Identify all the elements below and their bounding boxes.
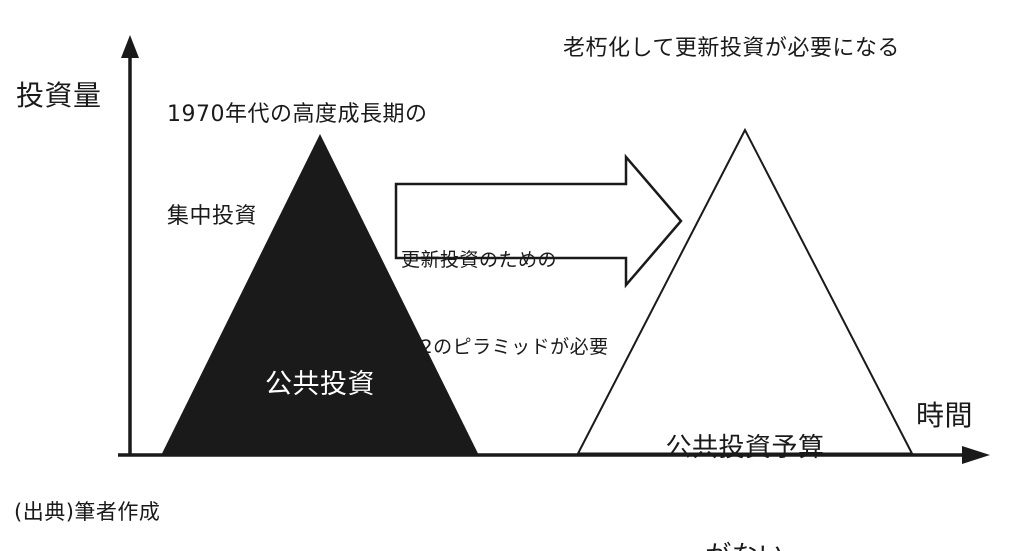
source-note: (出典)筆者作成 xyxy=(14,500,161,524)
annotation-left-line2: 集中投資 xyxy=(167,204,258,229)
white-pyramid-label-line1: 公共投資予算 xyxy=(665,433,825,463)
black-pyramid xyxy=(162,134,478,454)
white-pyramid-label: 公共投資予算 がない xyxy=(578,358,912,551)
annotation-left-line1: 1970年代の高度成長期の xyxy=(167,102,428,127)
annotation-1970s-investment: 1970年代の高度成長期の 集中投資 xyxy=(167,30,428,302)
x-axis-label: 時間 xyxy=(916,399,974,432)
annotation-aging-renewal: 老朽化して更新投資が必要になる xyxy=(563,36,900,61)
arrow-caption-line2: 第2のピラミッドが必要 xyxy=(401,336,609,358)
y-axis-label: 投資量 xyxy=(16,79,102,112)
white-pyramid xyxy=(576,127,914,455)
black-pyramid-label: 公共投資 xyxy=(265,369,375,400)
x-axis-arrowhead xyxy=(962,446,990,464)
renewal-arrow-shape xyxy=(394,153,683,289)
renewal-arrow-caption: 更新投資のための 第2のピラミッドが必要 xyxy=(401,188,609,420)
y-axis-arrowhead xyxy=(121,35,139,58)
arrow-caption-line1: 更新投資のための xyxy=(401,249,558,271)
white-pyramid-label-line2: がない xyxy=(578,538,912,551)
